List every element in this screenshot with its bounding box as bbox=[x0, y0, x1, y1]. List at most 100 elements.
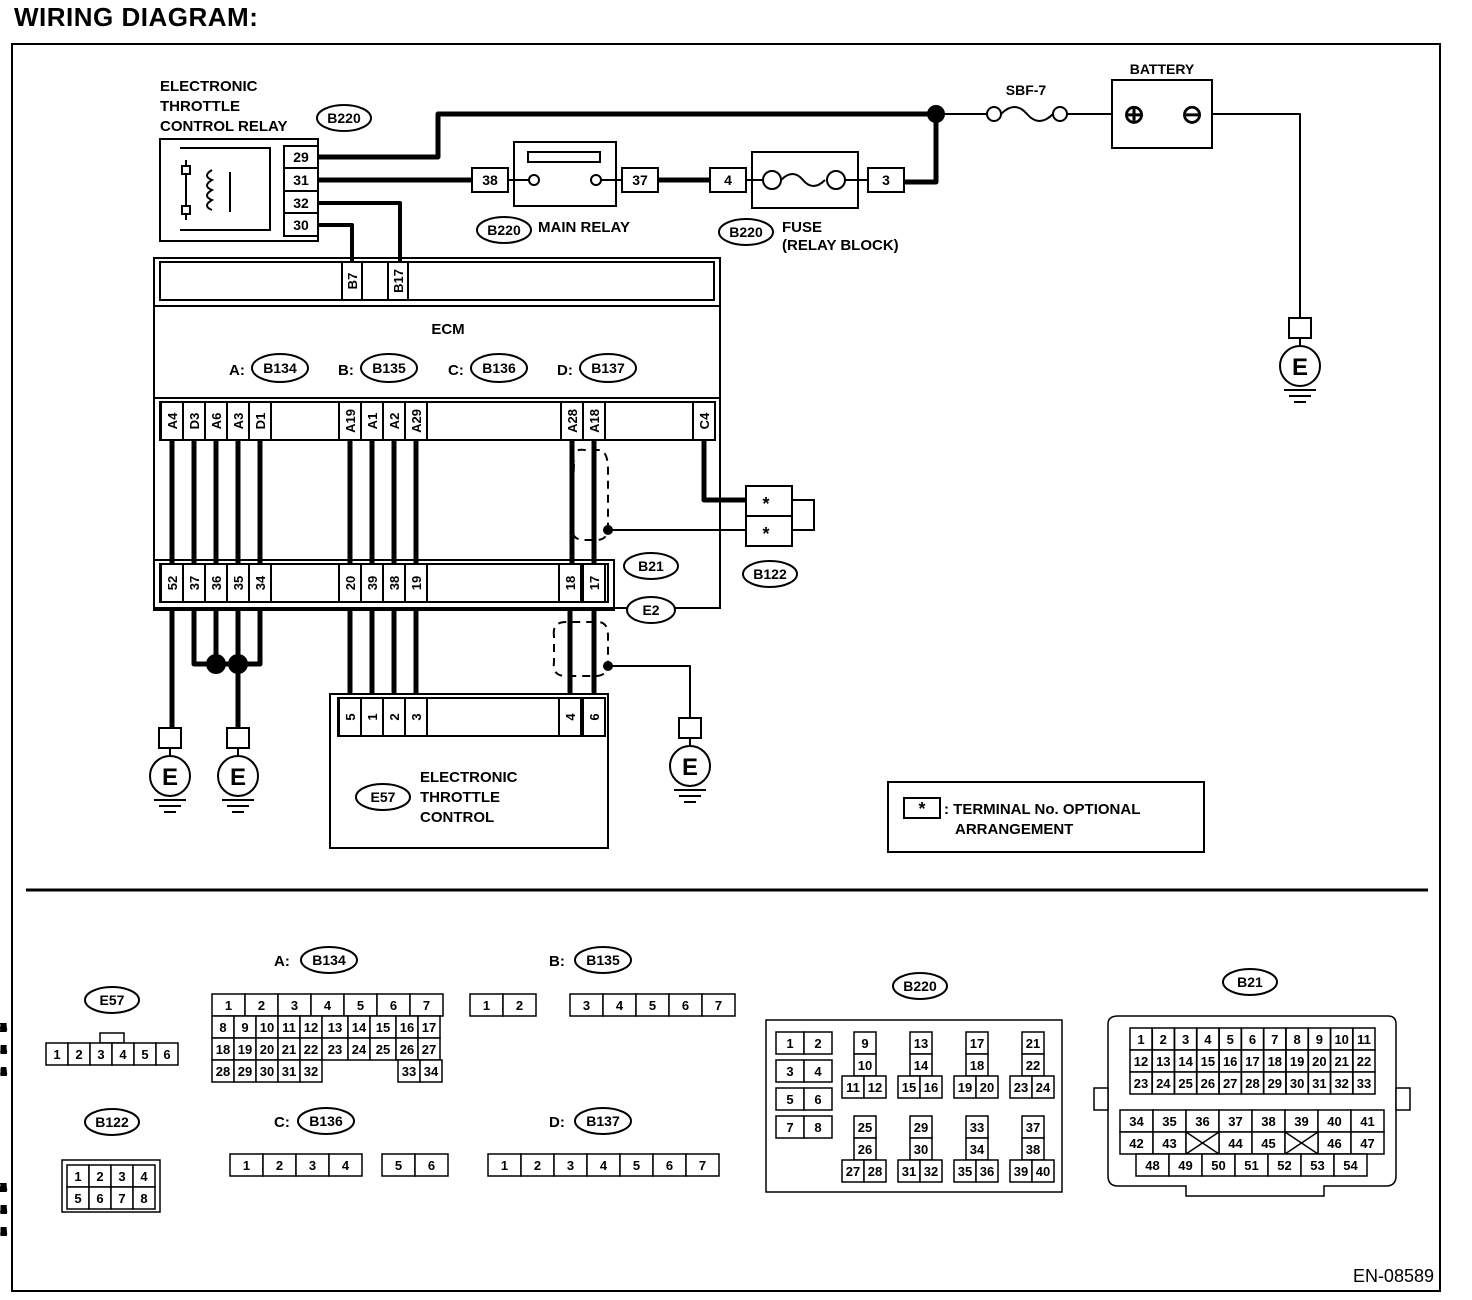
ground-icon: E bbox=[217, 727, 259, 813]
b136-pin-cell bbox=[328, 1153, 363, 1177]
b21-view-pin: 35 bbox=[1162, 1114, 1176, 1129]
splice-dots bbox=[206, 105, 945, 674]
b21-view-pin: 31 bbox=[1312, 1076, 1326, 1091]
b220-pin: 40 bbox=[1036, 1164, 1050, 1179]
b220-pin: 20 bbox=[980, 1080, 994, 1095]
b220-pin: 6 bbox=[814, 1092, 821, 1107]
b135-pin: 26 bbox=[0, 1042, 7, 1057]
b21-view-pin: 47 bbox=[1360, 1136, 1374, 1151]
b136-pin: 22 bbox=[0, 1202, 7, 1217]
b137-pin: 17 bbox=[0, 1180, 7, 1195]
legend-text-1: : TERMINAL No. OPTIONAL bbox=[944, 801, 1140, 818]
ecm-pin-label: A29 bbox=[409, 409, 424, 433]
main-relay-pin-38: 38 bbox=[482, 172, 498, 188]
page-title: WIRING DIAGRAM: bbox=[14, 2, 259, 32]
b21-view-pin: 42 bbox=[1129, 1136, 1143, 1151]
b134-pin: 4 bbox=[324, 998, 332, 1013]
b21-view-pin: 23 bbox=[1134, 1076, 1148, 1091]
b137-pin: 29 bbox=[0, 1224, 7, 1239]
b136-pin: 7 bbox=[0, 1180, 4, 1195]
battery-body bbox=[1111, 79, 1213, 149]
relay-connector-badge bbox=[316, 104, 372, 132]
b136-pin: 10 bbox=[0, 1180, 7, 1195]
etc-label-1: ELECTRONIC bbox=[420, 769, 518, 786]
battery-minus-icon: ⊖ bbox=[1181, 99, 1203, 129]
sbf-fuse: SBF-7 bbox=[986, 82, 1068, 122]
b136-pin: 24 bbox=[0, 1202, 8, 1217]
b122-pin: 6 bbox=[96, 1191, 103, 1206]
b134-pin: 34 bbox=[424, 1064, 439, 1079]
b122-pin: 1 bbox=[74, 1169, 81, 1184]
sbf-label: SBF-7 bbox=[1006, 82, 1047, 98]
b137-pin: 23 bbox=[0, 1202, 7, 1217]
b21-view-pin: 40 bbox=[1327, 1114, 1341, 1129]
b21-view-pin: 41 bbox=[1360, 1114, 1374, 1129]
b220-pin: 19 bbox=[958, 1080, 972, 1095]
b135-pin: 28 bbox=[0, 1064, 7, 1079]
b220-pin-cell bbox=[803, 1087, 833, 1111]
ecm-pin-label: A6 bbox=[209, 413, 224, 430]
b136-view-prefix: C: bbox=[274, 1114, 290, 1131]
b136-pin: 17 bbox=[0, 1202, 7, 1217]
b220-pin: 2 bbox=[814, 1036, 821, 1051]
b135-pin: 23 bbox=[0, 1042, 7, 1057]
b137-pin-cell bbox=[685, 1153, 720, 1177]
b220-pin: 4 bbox=[814, 1064, 822, 1079]
b21-view-pin-cell bbox=[1333, 1153, 1368, 1177]
b21-view-pin: 16 bbox=[1223, 1054, 1237, 1069]
b136-pin: 11 bbox=[0, 1180, 7, 1195]
ecm-pin-label: A18 bbox=[587, 409, 602, 433]
b134-pin: 16 bbox=[400, 1020, 414, 1035]
b135-pin: 30 bbox=[0, 1064, 7, 1079]
b134-pin: 7 bbox=[423, 998, 430, 1013]
b134-pin: 12 bbox=[304, 1020, 318, 1035]
ecm-pin-cell bbox=[692, 401, 716, 441]
b137-pin: 16 bbox=[0, 1180, 7, 1195]
b220-pin: 39 bbox=[1014, 1164, 1028, 1179]
b134-pin: 18 bbox=[216, 1042, 230, 1057]
b137-pin: 31 bbox=[0, 1224, 7, 1239]
b21-view-pin: 54 bbox=[1343, 1158, 1358, 1173]
wires bbox=[169, 111, 1301, 728]
b21-view-pin: 29 bbox=[1268, 1076, 1282, 1091]
ecm-pin-label: A4 bbox=[165, 412, 180, 429]
b136-pin: 26 bbox=[0, 1202, 7, 1217]
ecm-pin-label: D3 bbox=[187, 413, 202, 430]
b21-view-pin: 48 bbox=[1145, 1158, 1159, 1173]
fuse-label-2: (RELAY BLOCK) bbox=[782, 237, 899, 254]
b220-pin-cell bbox=[803, 1115, 833, 1139]
b220-pin: 14 bbox=[914, 1058, 929, 1073]
b122-pin: 4 bbox=[140, 1169, 148, 1184]
relay-pin-30: 30 bbox=[293, 217, 309, 233]
b21-view-pin: 51 bbox=[1244, 1158, 1258, 1173]
b135-pin: 35 bbox=[0, 1064, 7, 1079]
b136-pin: 29 bbox=[0, 1224, 7, 1239]
b21-view-pin: 52 bbox=[1277, 1158, 1291, 1173]
b137-pin: 1 bbox=[501, 1158, 508, 1173]
b134-pin: 9 bbox=[241, 1020, 248, 1035]
etc-pin-label: 5 bbox=[343, 713, 358, 720]
b135-pin: 6 bbox=[682, 998, 689, 1013]
b220-pin: 22 bbox=[1026, 1058, 1040, 1073]
b220-pin: 37 bbox=[1026, 1120, 1040, 1135]
b137-pin: 24 bbox=[0, 1202, 8, 1217]
sbf-fuse-icon bbox=[1000, 106, 1054, 122]
b21-view-pin: 1 bbox=[1137, 1032, 1144, 1047]
b134-pin: 20 bbox=[260, 1042, 274, 1057]
b137-pin: 28 bbox=[0, 1224, 7, 1239]
b136-pin: 12 bbox=[0, 1180, 7, 1195]
b220-pin: 34 bbox=[970, 1142, 985, 1157]
b220-pin-cell bbox=[863, 1075, 887, 1099]
ecm-pin-label: A2 bbox=[387, 413, 402, 430]
b220-pin: 15 bbox=[902, 1080, 916, 1095]
b220-pin: 1 bbox=[786, 1036, 793, 1051]
b135-pin: 21 bbox=[0, 1042, 7, 1057]
b21-pin-cell bbox=[404, 563, 428, 603]
b137-view-prefix: D: bbox=[549, 1114, 565, 1131]
b21-view-pin: 25 bbox=[1178, 1076, 1192, 1091]
b122-pin: 8 bbox=[140, 1191, 147, 1206]
b220-pin: 11 bbox=[846, 1080, 860, 1095]
b137-pin: 26 bbox=[0, 1224, 7, 1239]
